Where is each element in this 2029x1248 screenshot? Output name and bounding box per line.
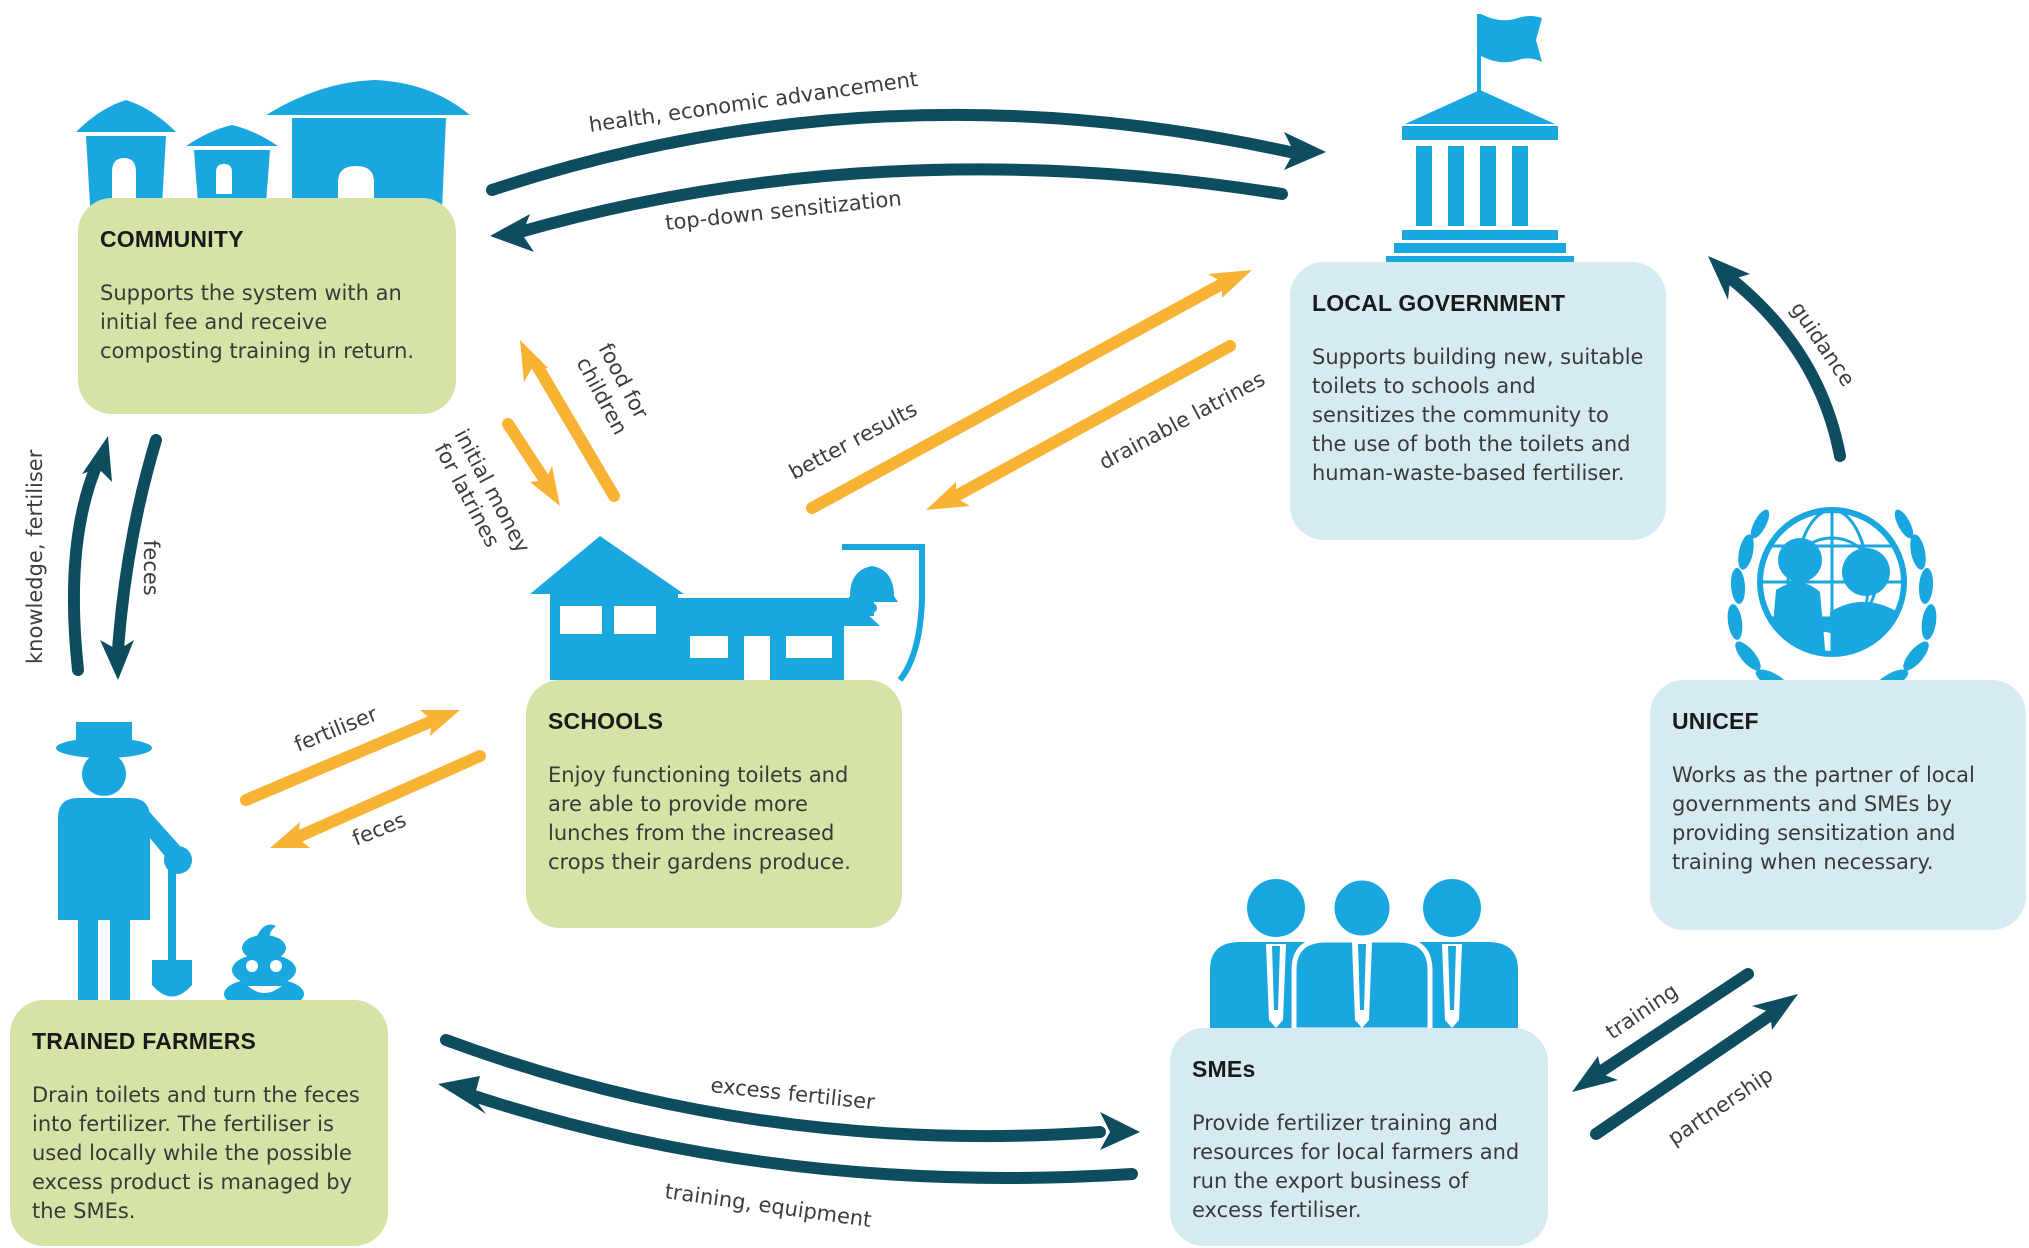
farmer-icon [56,722,192,1004]
government-building-icon [1386,14,1574,266]
flow-excess-arrow [440,1034,1140,1150]
flow-guidance-arrow [1708,256,1846,462]
business-people-icon [1210,875,1518,1033]
smes-title: SMEs [1192,1056,1256,1082]
trained-farmers-box: TRAINED FARMERS Drain toilets and turn t… [10,1000,388,1246]
flow-topdown-arrow [490,163,1288,252]
flow-fertiliser-arrow [240,710,460,806]
label-excess: excess fertiliser [709,1073,876,1114]
flow-health-arrow [486,108,1326,196]
label-training-equipment: training, equipment [663,1179,873,1232]
flow-drainable-arrow [926,340,1236,510]
trained-farmers-title: TRAINED FARMERS [32,1028,257,1054]
smes-box: SMEs Provide fertilizer training and res… [1170,1028,1548,1246]
flow-partnership-arrow [1590,994,1798,1140]
unicef-box: UNICEF Works as the partner of local gov… [1650,680,2026,930]
school-icon [530,536,880,680]
flow-feces-vertical-arrow [100,434,162,680]
community-box: COMMUNITY Supports the system with an in… [78,198,456,414]
flow-knowledge-arrow [67,436,112,676]
label-training: training [1601,979,1682,1044]
schools-title: SCHOOLS [548,708,664,734]
flow-training-equipment-arrow [438,1076,1138,1184]
local-government-box: LOCAL GOVERNMENT Supports building new, … [1290,262,1666,540]
label-better-results: better results [785,397,921,485]
label-knowledge: knowledge, fertiliser [23,449,47,664]
flow-training-arrow [1572,968,1754,1092]
local-government-description: Supports building new, suitable toilets … [1312,345,1644,485]
bell-icon [842,544,925,682]
label-drainable: drainable latrines [1095,367,1269,475]
community-description: Supports the system with an initial fee … [100,281,415,363]
flow-food-arrow [520,340,620,502]
flow-money-arrow [502,418,560,506]
community-title: COMMUNITY [100,226,244,252]
flow-better-results-arrow [806,270,1252,514]
unicef-title: UNICEF [1672,708,1759,734]
shovel-icon [152,861,192,997]
smes-description: Provide fertilizer training and resource… [1192,1111,1520,1222]
label-feces-vertical: feces [139,540,163,596]
unicef-description: Works as the partner of local government… [1672,763,1975,874]
schools-description: Enjoy functioning toilets and are able t… [548,763,851,874]
trained-farmers-description: Drain toilets and turn the feces into fe… [32,1083,360,1223]
flow-feces-diag-arrow [270,750,486,848]
schools-box: SCHOOLS Enjoy functioning toilets and ar… [526,680,902,928]
local-government-title: LOCAL GOVERNMENT [1312,290,1566,316]
